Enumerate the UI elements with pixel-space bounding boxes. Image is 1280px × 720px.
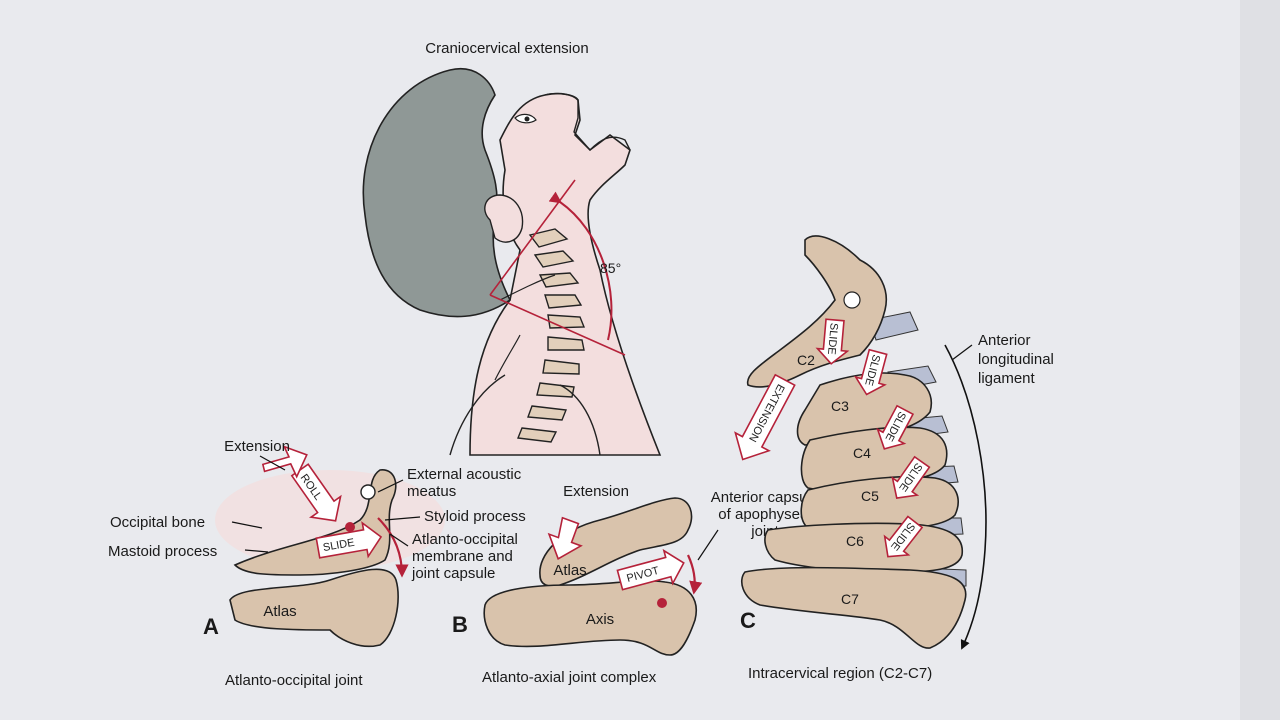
panel-c-letter: C: [740, 608, 756, 633]
panel-b: PIVOT: [483, 497, 719, 656]
ligament-label-3: ligament: [978, 370, 1036, 387]
spine-column: [494, 228, 586, 443]
vertebra-c2: [746, 235, 887, 388]
axis-b-label: Axis: [586, 611, 614, 628]
mastoid-process-label: Mastoid process: [108, 543, 217, 560]
atlas-a: [229, 568, 399, 648]
external-acoustic-label-2: meatus: [407, 483, 456, 500]
ligament-label-2: longitudinal: [978, 351, 1054, 368]
angle-line-lower: [489, 294, 626, 356]
slide-arrow-c4: SLIDE: [891, 455, 931, 499]
membrane-label-3: joint capsule: [411, 565, 495, 582]
vertebra-label-c4: C4: [853, 445, 871, 461]
panel-a-caption: Atlanto-occipital joint: [225, 672, 363, 689]
ligament-label-1: Anterior: [978, 332, 1031, 349]
slide-arrow-c1: SLIDE: [815, 318, 850, 365]
membrane-label-2: membrane and: [412, 548, 513, 565]
panel-a-extension-label: Extension: [224, 438, 290, 455]
axis-of-rotation-dot-a: [345, 522, 355, 532]
vertebra-label-c2: C2: [797, 352, 815, 368]
capsule-arrow: [687, 554, 703, 595]
pivot-arrow: PIVOT: [616, 548, 685, 591]
slide-arrow-a: SLIDE: [315, 521, 383, 559]
panel-b-extension-label: Extension: [563, 483, 629, 500]
membrane-label-1: Atlanto-occipital: [412, 531, 518, 548]
vertebra-c7: [741, 566, 967, 649]
ear: [484, 194, 524, 243]
vertebra-label-c3: C3: [831, 398, 849, 414]
hair: [362, 67, 512, 318]
atlas-b-label: Atlas: [553, 562, 586, 579]
extension-arrow-b: [547, 516, 583, 560]
panel-b-letter: B: [452, 612, 468, 637]
page-title: Craniocervical extension: [425, 40, 588, 57]
atlas-a-label: Atlas: [263, 603, 296, 620]
panel-b-caption: Atlanto-axial joint complex: [482, 669, 657, 686]
page-edge: [1240, 0, 1280, 720]
panel-c-caption: Intracervical region (C2-C7): [748, 665, 932, 682]
capsule-label-1: Anterior capsule: [711, 489, 819, 506]
capsule-label-2: of apophyseal: [718, 506, 811, 523]
external-acoustic-meatus: [360, 484, 376, 500]
vertebra-label-c5: C5: [861, 488, 879, 504]
panel-c: EXTENSION SLIDE SLIDE SLIDE SLIDE SLIDE: [734, 235, 987, 650]
angle-arc: [548, 191, 613, 341]
head-figure: [362, 67, 662, 456]
panel-a-letter: A: [203, 614, 219, 639]
angle-label: 85°: [600, 260, 621, 276]
slide-arrow-c2: SLIDE: [853, 348, 888, 396]
axis-b: [483, 579, 697, 656]
occipital-bone-label: Occipital bone: [110, 514, 205, 531]
vertebra-label-c7: C7: [841, 591, 859, 607]
ligament-arrow: [944, 344, 987, 650]
axis-of-rotation-dot-b: [657, 598, 667, 608]
membrane-arrow: [377, 517, 409, 578]
styloid-process-label: Styloid process: [424, 508, 526, 525]
vertebra-label-c6: C6: [846, 533, 864, 549]
slide-arrow-c1-label: SLIDE: [825, 322, 840, 355]
extension-arrow-a: [261, 445, 308, 479]
slide-arrow-a-label: SLIDE: [322, 537, 355, 554]
external-acoustic-label-1: External acoustic: [407, 466, 522, 483]
panel-a: ROLL SLIDE: [215, 445, 445, 648]
